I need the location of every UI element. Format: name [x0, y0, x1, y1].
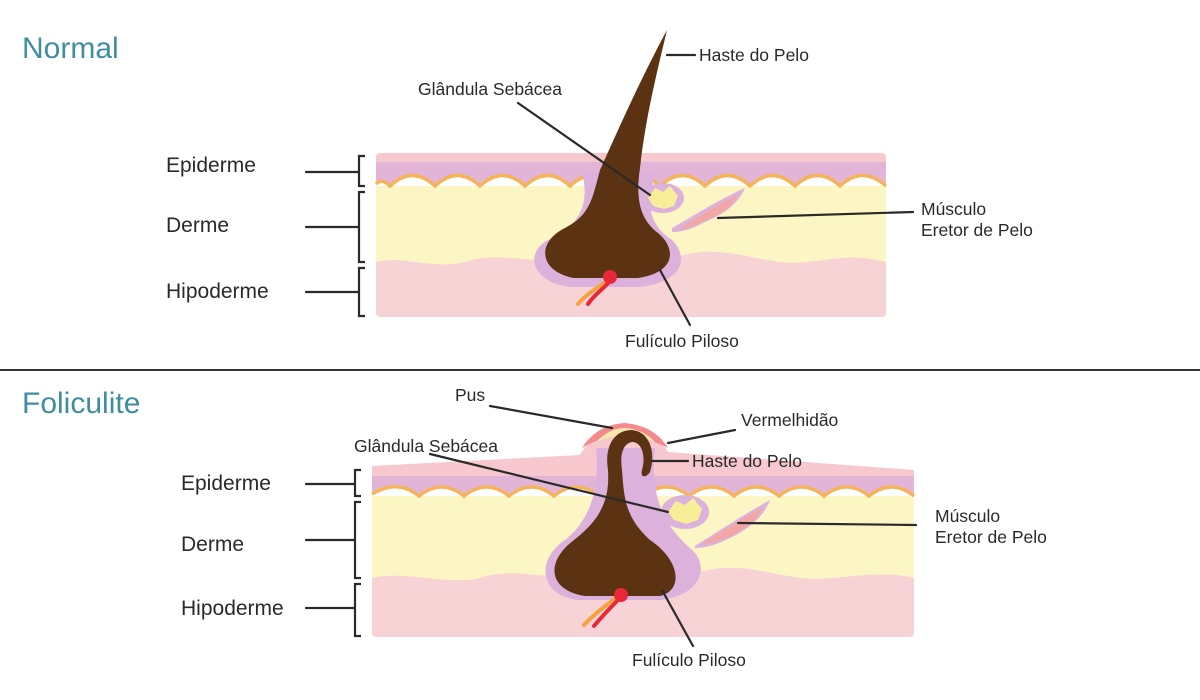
folliculitis-layer-epidermis: Epiderme [181, 472, 271, 495]
folliculitis-label-sebaceous-gland: Glândula Sebácea [354, 436, 498, 456]
folliculitis-muscle-sheath [695, 500, 770, 548]
normal-label-hair-shaft: Haste do Pelo [699, 45, 809, 65]
normal-lead-muscle [716, 210, 915, 220]
folliculitis-label-muscle-1: Músculo [935, 506, 1000, 526]
folliculitis-arrector-muscle [703, 507, 763, 544]
folliculitis-hair [554, 430, 676, 596]
folliculitis-hypodermis [372, 565, 914, 637]
folliculitis-title: Foliculite [22, 387, 140, 420]
normal-layer-dermis: Derme [166, 214, 229, 237]
folliculitis-layer-hypodermis: Hipoderme [181, 597, 284, 620]
normal-label-follicle: Fulículo Piloso [625, 331, 739, 351]
normal-label-muscle-2: Eretor de Pelo [921, 220, 1033, 240]
folliculitis-label-pus: Pus [455, 385, 485, 405]
normal-sebaceous-gland [648, 186, 678, 209]
folliculitis-lead-gland [428, 452, 670, 514]
normal-layer-hypodermis: Hipoderme [166, 280, 269, 303]
folliculitis-bracket-epidermis [353, 468, 361, 498]
normal-label-sebaceous-gland: Glândula Sebácea [418, 79, 562, 99]
folliculitis-layer-dermis: Derme [181, 533, 244, 556]
folliculitis-lead-redness [666, 428, 737, 445]
folliculitis-lead-muscle [736, 521, 918, 527]
normal-muscle-sheath [672, 188, 745, 232]
normal-title: Normal [22, 32, 119, 65]
folliculitis-sebaceous-gland [668, 498, 702, 524]
folliculitis-label-redness: Vermelhidão [741, 410, 838, 430]
normal-layer-epidermis: Epiderme [166, 154, 256, 177]
folliculitis-panel: Foliculite Epiderme Derme [22, 385, 1047, 670]
folliculitis-label-hair-shaft: Haste do Pelo [692, 451, 802, 471]
normal-label-muscle-1: Músculo [921, 199, 986, 219]
normal-arrector-muscle [680, 194, 738, 229]
normal-bracket-epidermis [357, 154, 365, 188]
folliculitis-bracket-hypodermis [353, 582, 361, 638]
folliculitis-label-muscle-2: Eretor de Pelo [935, 527, 1047, 547]
normal-panel: Normal Epiderme Derme Hipoderme [22, 30, 1033, 351]
folliculitis-papilla [614, 588, 628, 602]
folliculitis-lead-follicle [660, 588, 695, 648]
normal-hair [545, 30, 670, 278]
normal-lead-gland [516, 101, 652, 197]
folliculitis-lead-pus [488, 404, 614, 430]
normal-papilla [603, 270, 617, 284]
folliculitis-label-follicle: Fulículo Piloso [632, 650, 746, 670]
normal-lead-follicle [658, 268, 692, 327]
